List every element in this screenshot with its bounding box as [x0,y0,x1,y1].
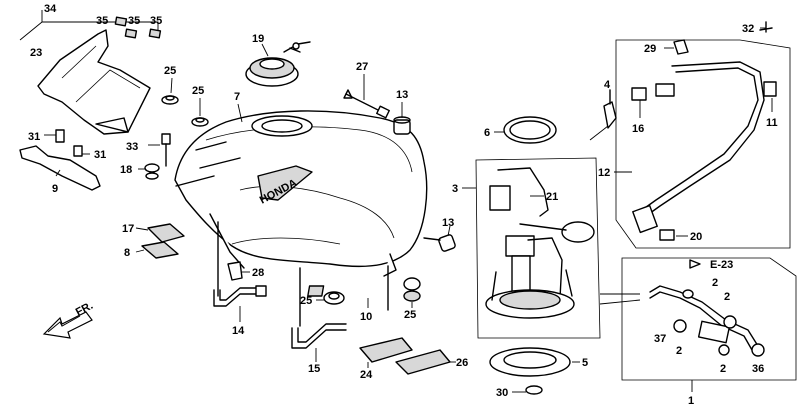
callout-35: 35 [96,15,108,27]
tube-15 [291,323,347,362]
callout-2: 2 [720,363,726,375]
callout-14: 14 [232,325,245,337]
callout-1: 1 [688,395,694,407]
callout-21: 21 [546,191,558,203]
pad-26 [395,349,456,375]
callout-labels: 34 35 35 35 23 19 25 25 7 27 13 31 31 9 … [28,3,778,407]
callout-17: 17 [122,223,134,235]
grommet-25-bottom-right [403,277,421,308]
callout-12: 12 [598,167,610,179]
bolt-27 [343,74,390,119]
clips-35 [114,16,162,39]
callout-28: 28 [252,267,264,279]
callout-25: 25 [404,309,416,321]
mount-17 [135,223,185,243]
callout-20: 20 [690,231,702,243]
mount-8 [135,241,179,259]
callout-33: 33 [126,141,138,153]
callout-18: 18 [120,164,132,176]
callout-13: 13 [442,217,454,229]
fuel-tank-7: HONDA [174,103,428,277]
reference-e23: E-23 [689,259,733,271]
collar-13-bottom [423,225,456,252]
bolt-33 [148,133,171,167]
cover-panel-23 [19,10,159,135]
front-arrow: FR. [42,300,95,339]
clip-29 [664,39,689,55]
callout-7: 7 [234,91,240,103]
grommet-25-left [161,77,179,105]
pad-24 [359,337,413,368]
callout-35: 35 [128,15,140,27]
joint-16 [631,87,647,118]
seal-ring-6 [494,116,557,144]
callout-25: 25 [164,65,176,77]
callout-36: 36 [752,363,764,375]
callout-31: 31 [94,149,106,161]
callout-16: 16 [632,123,644,135]
callout-34: 34 [44,3,57,15]
callout-25: 25 [192,85,204,97]
callout-24: 24 [360,369,373,381]
part-4 [589,89,617,141]
callout-10: 10 [360,311,372,323]
callout-8: 8 [124,247,130,259]
callout-29: 29 [644,43,656,55]
callout-11: 11 [766,117,778,129]
set-plate-5 [489,347,580,377]
fuel-pump-assembly-3 [462,157,601,339]
callout-32: 32 [742,23,754,35]
callout-37: 37 [654,333,666,345]
clip-28 [227,261,250,281]
grommet-25-bottom-left [316,291,345,305]
pad-10 [307,285,369,308]
fuel-line-kit-1 [599,257,797,392]
reference-label: E-23 [710,259,733,271]
callout-2: 2 [712,277,718,289]
callout-13: 13 [396,89,408,101]
callout-2: 2 [724,291,730,303]
callout-9: 9 [52,183,58,195]
callout-30: 30 [496,387,508,399]
callout-4: 4 [604,79,611,91]
callout-35: 35 [150,15,162,27]
fuel-cap-19 [245,41,311,87]
callout-23: 23 [30,47,42,59]
clamp-20 [659,229,688,241]
callout-6: 6 [484,127,490,139]
callout-25: 25 [300,295,312,307]
grommet-25-top [191,98,209,127]
fuel-lines [217,221,389,327]
collar-13-top [393,102,411,135]
fuel-hose-12 [614,21,791,249]
callout-19: 19 [252,33,264,45]
washer-18 [138,163,160,180]
callout-3: 3 [452,183,458,195]
callout-2: 2 [676,345,682,357]
callout-15: 15 [308,363,320,375]
callout-5: 5 [582,357,588,369]
bolt-30 [512,385,543,395]
front-label: FR. [74,300,95,319]
callout-31: 31 [28,131,40,143]
bracket-9 [19,129,101,191]
callout-27: 27 [356,61,368,73]
tube-14 [213,285,267,322]
callout-26: 26 [456,357,468,369]
